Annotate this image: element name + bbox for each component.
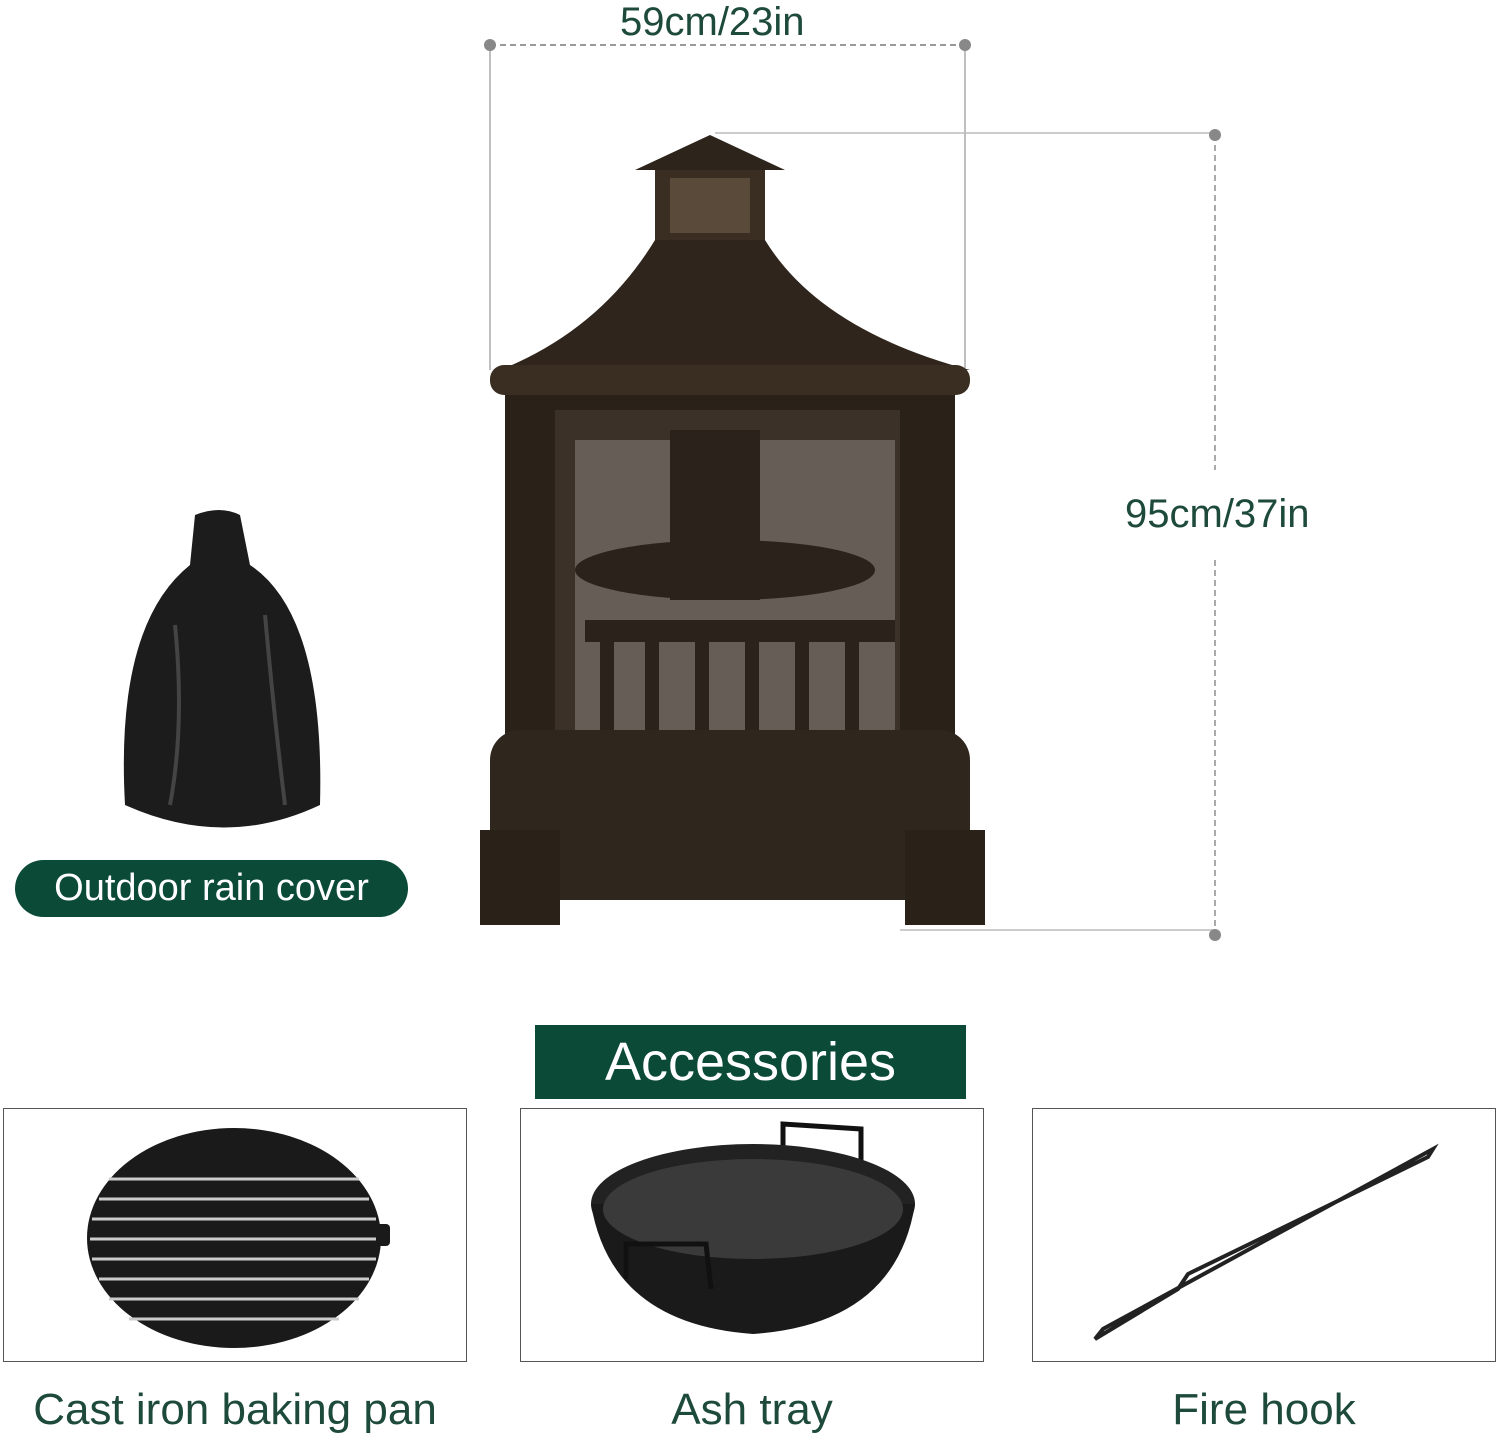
ash-tray-icon bbox=[591, 1121, 915, 1334]
accessory-card-baking-pan bbox=[3, 1108, 467, 1362]
dimension-lines bbox=[484, 39, 1221, 941]
height-dimension: 95cm/37in bbox=[1125, 492, 1310, 536]
fire-hook-icon bbox=[1093, 1143, 1439, 1341]
grill-grate-icon bbox=[87, 1128, 390, 1348]
ash-tray-label: Ash tray bbox=[671, 1385, 833, 1434]
rain-cover-label: Outdoor rain cover bbox=[15, 860, 408, 917]
rain-cover-image bbox=[123, 510, 321, 828]
baking-pan-label: Cast iron baking pan bbox=[33, 1385, 437, 1434]
fire-pit-image bbox=[480, 135, 985, 925]
width-dimension: 59cm/23in bbox=[620, 0, 805, 44]
fire-hook-label: Fire hook bbox=[1172, 1385, 1356, 1434]
accessories-banner: Accessories bbox=[535, 1025, 966, 1099]
accessory-card-ash-tray bbox=[520, 1108, 984, 1362]
accessory-card-fire-hook bbox=[1032, 1108, 1496, 1362]
